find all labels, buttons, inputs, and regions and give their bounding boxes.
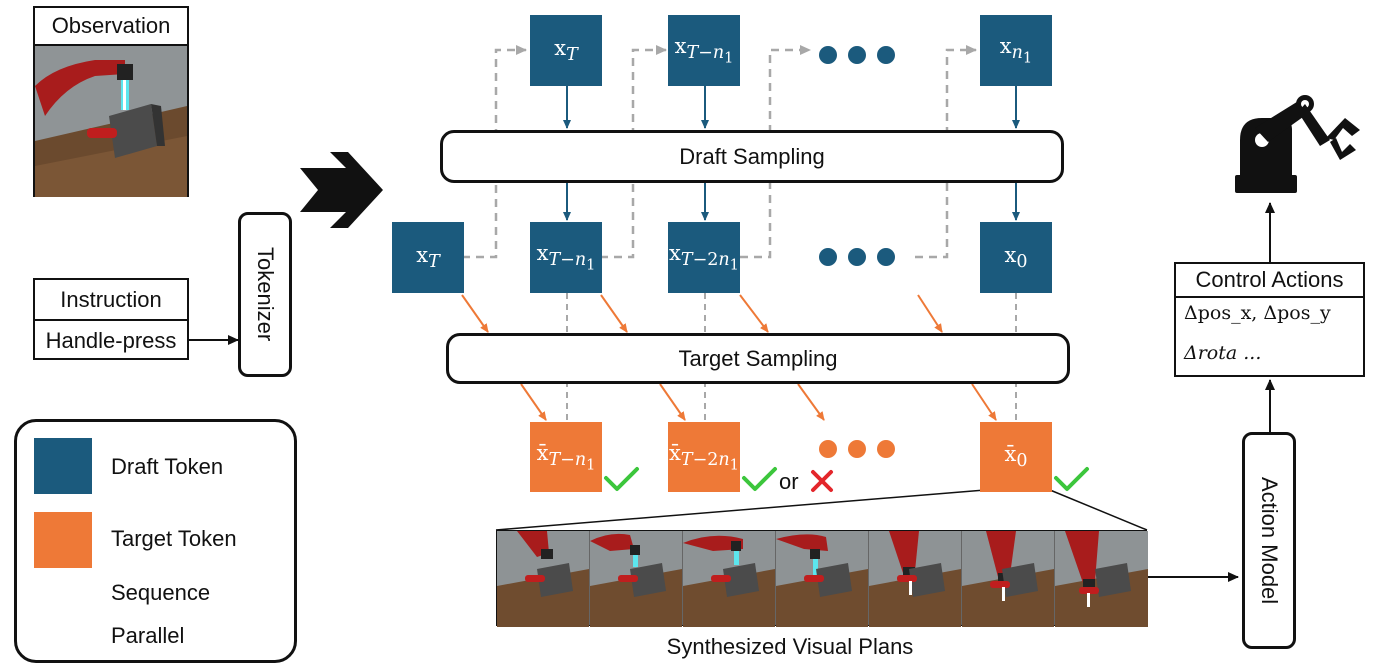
- draft-token: xT−n1: [668, 15, 740, 86]
- instruction-label: Instruction: [35, 280, 187, 321]
- legend-draft-label: Draft Token: [111, 454, 224, 479]
- token-label: xT−n1: [674, 34, 734, 67]
- token-label: xT−n1: [536, 241, 596, 274]
- visual-plans-strip: [496, 530, 1148, 627]
- legend-parallel-label: Parallel: [111, 623, 185, 648]
- robot-arm-icon: [1235, 95, 1360, 193]
- target-token: x̄T−2n1: [668, 422, 740, 492]
- legend-sequence-label: Sequence: [111, 580, 211, 605]
- observation-image: [35, 46, 187, 197]
- plan-frame: [497, 531, 1148, 627]
- draft-token: xT: [530, 15, 602, 86]
- check-icon: [1054, 467, 1089, 491]
- tokenizer-label: Tokenizer: [253, 247, 278, 342]
- ellipsis-dot: [877, 46, 895, 64]
- check-icon: [742, 467, 777, 491]
- observation-panel: Observation: [33, 6, 189, 197]
- ellipsis-dot: [877, 248, 895, 266]
- token-label: x̄T−n1: [536, 440, 596, 474]
- legend-target-swatch: [34, 512, 92, 568]
- token-label: xn1: [999, 34, 1033, 67]
- token-label: xT: [416, 242, 440, 273]
- ellipsis-dot: [819, 46, 837, 64]
- draft-token: xT: [392, 222, 464, 293]
- token-label: x̄T−2n1: [669, 440, 739, 474]
- draft-token: xn1: [980, 15, 1052, 86]
- legend-draft-swatch: [34, 438, 92, 494]
- legend-target-label: Target Token: [111, 526, 237, 551]
- instruction-value: Handle-press: [45, 327, 177, 353]
- target-sampling-bar: Target Sampling: [446, 333, 1070, 384]
- ellipsis-dot: [819, 440, 837, 458]
- visual-plans-caption: Synthesized Visual Plans: [666, 634, 914, 659]
- target-token: x̄0: [980, 422, 1052, 492]
- draft-token: xT−n1: [530, 222, 602, 293]
- ellipsis-dot: [819, 248, 837, 266]
- token-label: x̄0: [1004, 442, 1028, 472]
- ellipsis-dot: [877, 440, 895, 458]
- tokenizer-box: Tokenizer: [238, 212, 292, 377]
- ellipsis-dot: [848, 248, 866, 266]
- token-label: x0: [1004, 242, 1028, 273]
- observation-label: Observation: [35, 8, 187, 46]
- draft-sampling-bar: Draft Sampling: [440, 130, 1064, 183]
- target-token: x̄T−n1: [530, 422, 602, 492]
- action-model-label: Action Model: [1257, 476, 1282, 605]
- action-model-box: Action Model: [1242, 432, 1296, 649]
- or-text: or: [779, 469, 799, 494]
- token-label: xT−2n1: [669, 241, 739, 274]
- instruction-panel: Instruction Handle-press: [33, 278, 189, 360]
- draft-token: x0: [980, 222, 1052, 293]
- draft-token: xT−2n1: [668, 222, 740, 293]
- legend: Draft Token Target Token Sequence Parall…: [14, 419, 297, 663]
- token-label: xT: [554, 35, 578, 66]
- ellipsis-dot: [848, 46, 866, 64]
- big-arrow-icon: [300, 152, 383, 228]
- control-actions-panel: Control Actions Δpos_x, Δpos_y Δrota ...: [1174, 262, 1365, 377]
- check-icon: [604, 467, 639, 491]
- ellipsis-dot: [848, 440, 866, 458]
- control-actions-line2: Δrota ...: [1184, 342, 1262, 364]
- control-actions-line1: Δpos_x, Δpos_y: [1184, 302, 1331, 324]
- control-actions-title: Control Actions: [1176, 264, 1363, 298]
